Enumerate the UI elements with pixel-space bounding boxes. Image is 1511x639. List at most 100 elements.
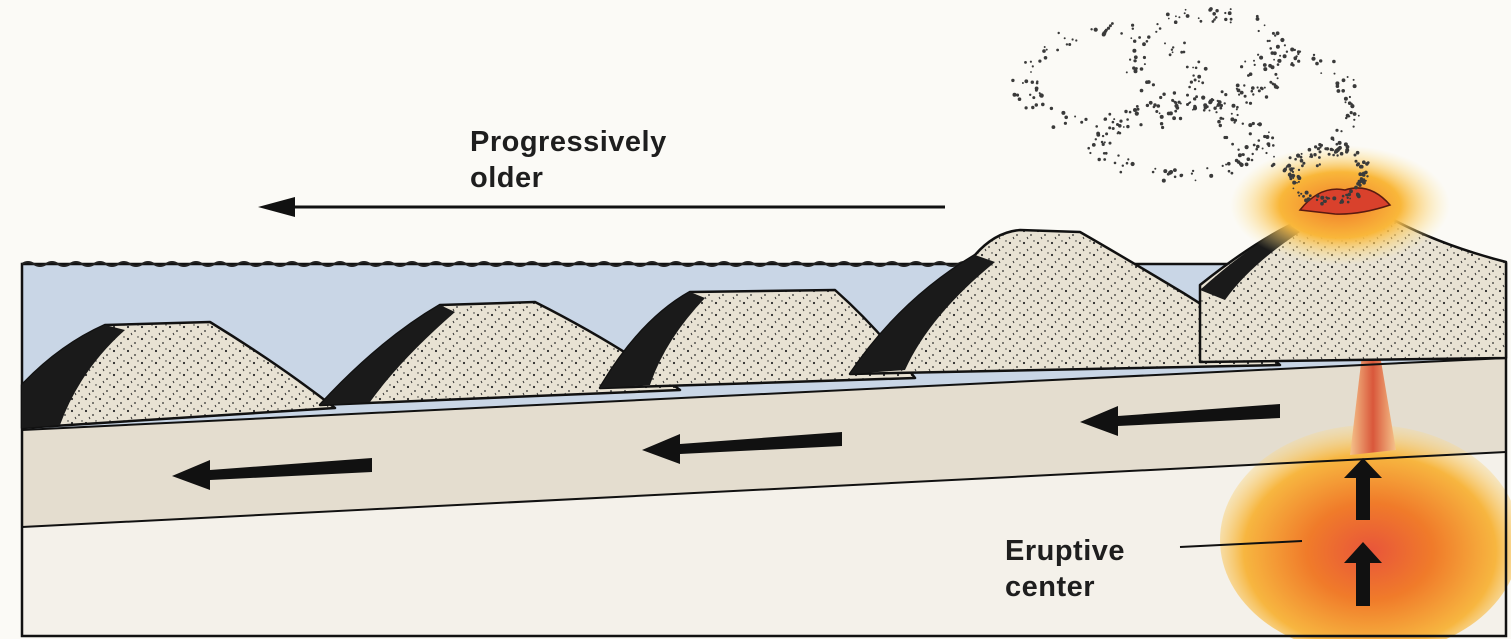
ash-particle xyxy=(1112,127,1115,130)
ash-particle xyxy=(1224,93,1227,96)
ash-particle xyxy=(1265,95,1268,98)
ash-particle xyxy=(1204,67,1208,71)
ash-particle xyxy=(1319,59,1322,62)
ash-particle xyxy=(1345,150,1348,153)
ash-particle xyxy=(1316,194,1319,197)
ash-particle xyxy=(1245,101,1248,104)
ash-particle xyxy=(1355,160,1358,163)
ash-particle xyxy=(1280,38,1284,42)
ash-particle xyxy=(1142,42,1146,46)
ash-particle xyxy=(1104,118,1107,121)
ash-particle xyxy=(1242,123,1244,125)
ash-particle xyxy=(1132,28,1134,30)
ash-particle xyxy=(1256,145,1260,149)
ash-particle xyxy=(1140,67,1144,71)
ash-particle xyxy=(1264,87,1266,89)
ash-particle xyxy=(1119,120,1122,123)
ash-particle xyxy=(1185,9,1187,11)
ash-particle xyxy=(1254,64,1256,66)
ash-particle xyxy=(1324,200,1327,203)
ash-particle xyxy=(1272,32,1275,35)
ash-particle xyxy=(1240,65,1243,68)
ash-particle xyxy=(1183,51,1186,54)
age-direction-arrow xyxy=(258,197,945,217)
ash-particle xyxy=(1326,197,1329,200)
ash-particle xyxy=(1319,163,1321,165)
ash-particle xyxy=(1098,158,1101,161)
ash-particle xyxy=(1300,156,1303,159)
ash-particle xyxy=(1050,107,1053,110)
ash-particle xyxy=(1198,80,1200,82)
ash-particle xyxy=(1155,31,1157,33)
ash-particle xyxy=(1174,110,1177,113)
ash-particle xyxy=(1298,181,1300,183)
ash-particle xyxy=(1294,56,1297,59)
ash-particle xyxy=(1035,89,1038,92)
ash-particle xyxy=(1335,81,1339,85)
ash-particle xyxy=(1305,191,1309,195)
ash-particle xyxy=(1200,20,1203,23)
ash-particle xyxy=(1097,134,1099,136)
ash-particle xyxy=(1108,126,1111,129)
ash-particle xyxy=(1298,169,1300,171)
ash-particle xyxy=(1042,49,1046,53)
ash-particle xyxy=(1293,167,1295,169)
ash-particle xyxy=(1094,28,1098,32)
ash-particle xyxy=(1345,194,1347,196)
ash-particle xyxy=(1313,153,1316,156)
ash-particle xyxy=(1264,24,1266,26)
ash-particle xyxy=(1314,145,1317,148)
ash-particle xyxy=(1230,8,1232,10)
ash-particle xyxy=(1036,82,1039,85)
ash-particle xyxy=(1356,151,1360,155)
ash-particle xyxy=(1080,121,1083,124)
ash-particle xyxy=(1328,153,1331,156)
ash-particle xyxy=(1230,117,1234,121)
ash-particle xyxy=(1332,60,1336,64)
ash-particle xyxy=(1175,102,1177,104)
ash-particle xyxy=(1156,23,1158,25)
ash-particle xyxy=(1206,167,1208,169)
ash-particle xyxy=(1217,120,1221,124)
ash-particle xyxy=(1123,126,1125,128)
ash-particle xyxy=(1245,145,1249,149)
ash-particle xyxy=(1339,202,1341,204)
ash-particle xyxy=(1332,196,1336,200)
ash-particle xyxy=(1195,67,1198,70)
ash-particle xyxy=(1215,111,1217,113)
ash-particle xyxy=(1061,111,1065,115)
ash-particle xyxy=(1336,154,1338,156)
ash-particle xyxy=(1358,184,1361,187)
ash-particle xyxy=(1152,171,1155,174)
ash-particle xyxy=(1284,44,1286,46)
ash-particle xyxy=(1223,136,1226,139)
ash-particle xyxy=(1208,100,1212,104)
ash-particle xyxy=(1348,101,1352,105)
ash-particle xyxy=(1256,17,1260,21)
ash-particle xyxy=(1283,54,1287,58)
ash-particle xyxy=(1146,104,1149,107)
ash-particle xyxy=(1313,54,1315,56)
ash-particle xyxy=(1215,9,1218,12)
ash-particle xyxy=(1334,73,1336,75)
ash-particle xyxy=(1194,99,1196,101)
ash-particle xyxy=(1340,152,1344,156)
ash-particle xyxy=(1232,104,1236,108)
ash-particle xyxy=(1031,106,1034,109)
ash-particle xyxy=(1296,154,1300,158)
ash-particle xyxy=(1197,61,1200,64)
ash-particle xyxy=(1316,164,1319,167)
ash-particle xyxy=(1362,172,1365,175)
ash-particle xyxy=(1236,84,1240,88)
ash-particle xyxy=(1040,94,1044,98)
ash-particle xyxy=(1349,189,1353,193)
eruptive-center-line1: Eruptive xyxy=(1005,533,1125,569)
ash-particle xyxy=(1335,149,1339,153)
ash-particle xyxy=(1101,141,1104,144)
ash-particle xyxy=(1188,86,1191,89)
ash-particle xyxy=(1299,51,1301,53)
ash-particle xyxy=(1122,165,1124,167)
ash-particle xyxy=(1044,56,1048,60)
ash-particle xyxy=(1365,180,1367,182)
ash-particle xyxy=(1337,89,1341,93)
